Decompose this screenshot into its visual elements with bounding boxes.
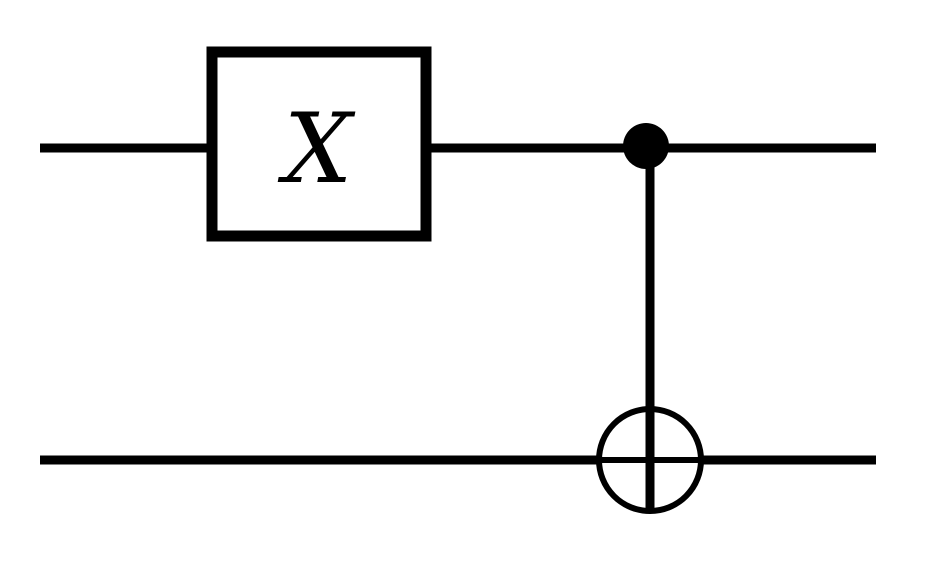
x-gate: X <box>206 46 432 242</box>
cnot-gate <box>596 123 704 514</box>
x-gate-label: X <box>277 93 356 205</box>
x-gate-box <box>206 46 432 242</box>
cnot-control-dot <box>623 123 669 169</box>
